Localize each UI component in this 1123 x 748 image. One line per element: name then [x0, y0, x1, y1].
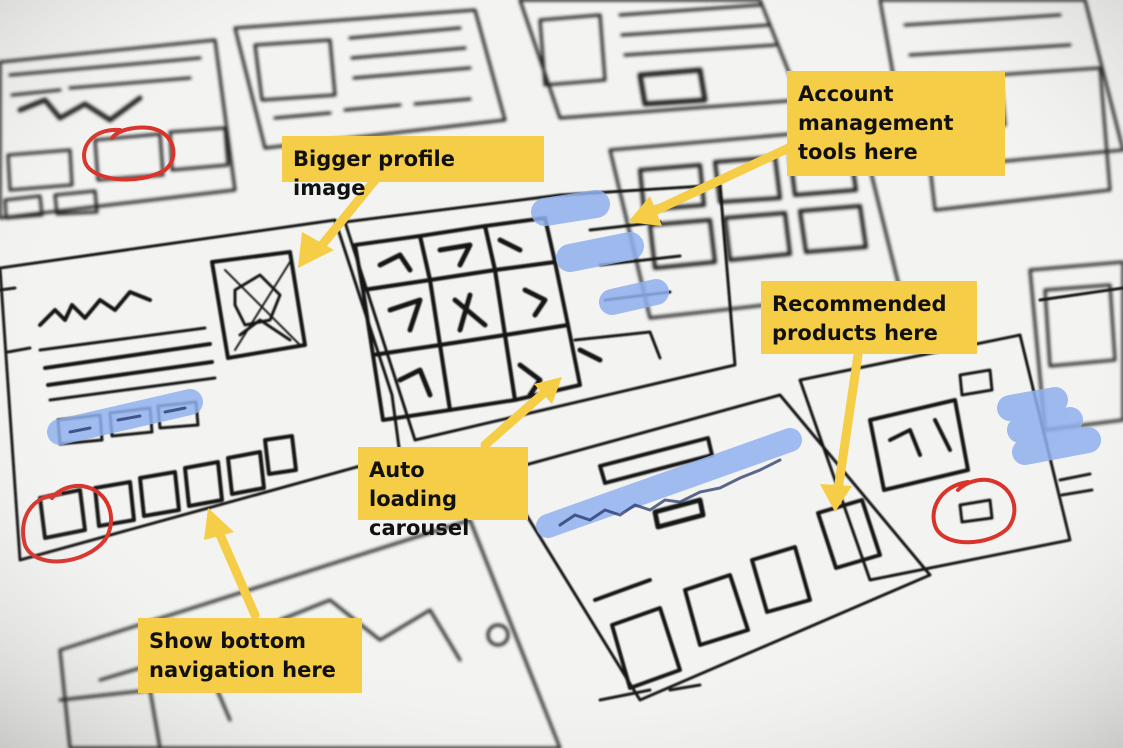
- note-auto-loading-carousel: Auto loading carousel: [358, 447, 528, 540]
- note-text-line: management: [798, 111, 954, 135]
- note-text-line: Auto loading: [369, 458, 458, 511]
- note-text-line: carousel: [369, 516, 470, 540]
- note-bottom-navigation: Show bottom navigation here: [138, 618, 362, 693]
- note-recommended-products: Recommended products here: [761, 281, 977, 354]
- note-text-line: tools here: [798, 140, 918, 164]
- note-text: Bigger profile image: [293, 147, 456, 200]
- note-text-line: Recommended: [772, 292, 947, 316]
- note-text-line: navigation here: [149, 658, 336, 682]
- note-text-line: products here: [772, 321, 938, 345]
- note-account-management: Account management tools here: [787, 71, 1005, 176]
- note-text-line: Account: [798, 82, 894, 106]
- note-bigger-profile-image: Bigger profile image: [282, 136, 544, 200]
- note-text-line: Show bottom: [149, 629, 307, 653]
